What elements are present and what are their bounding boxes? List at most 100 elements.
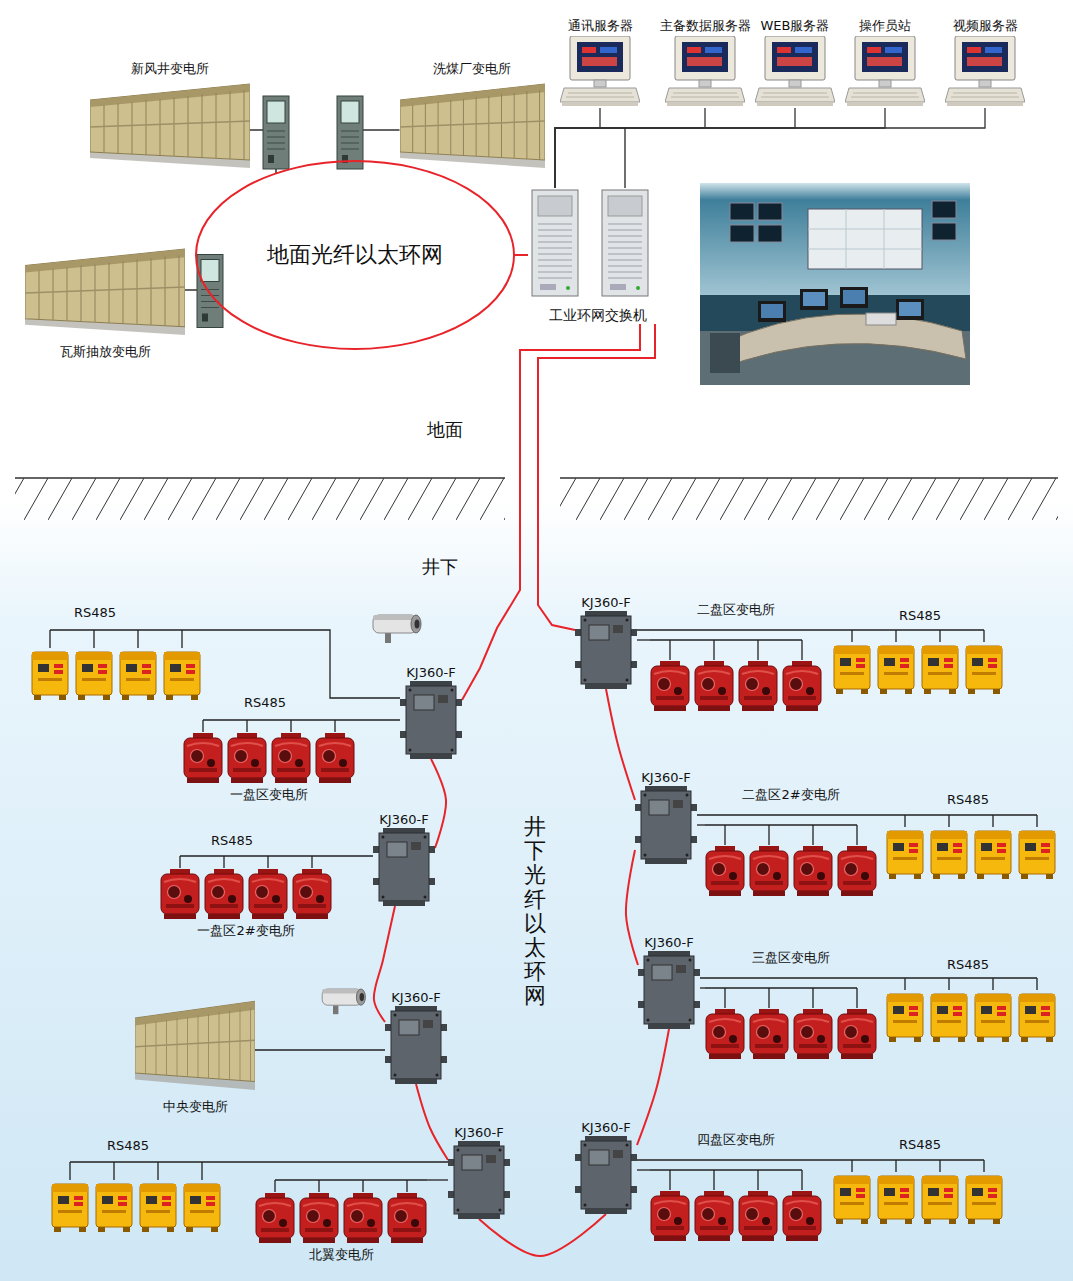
- red-switch: [838, 1009, 876, 1059]
- bus-wire: [223, 856, 224, 868]
- bus-label: RS485: [107, 1138, 149, 1153]
- kj360-box: [373, 828, 435, 906]
- kj360-station-picture: [373, 828, 435, 906]
- server-workstation-picture: [945, 36, 1025, 108]
- bus-wire: [757, 1170, 758, 1190]
- node-label: KJ360-F: [391, 990, 440, 1006]
- substation-switchgear-picture: [25, 245, 185, 335]
- node-label: 洗煤厂变电所: [433, 58, 511, 80]
- yellow-switch: [52, 1184, 88, 1232]
- yellow-switch: [1019, 831, 1055, 879]
- server-workstation-picture: [755, 36, 835, 108]
- kj360-station: KJ360-F: [638, 935, 700, 1029]
- server-workstation: 通讯服务器: [560, 16, 640, 108]
- control-room-photo: [700, 183, 970, 385]
- substation-switchgear-picture: [90, 80, 250, 168]
- substation-switchgear: 瓦斯抽放变电所: [25, 245, 185, 361]
- node-label: 通讯服务器: [568, 16, 633, 36]
- zone-label: 井下: [422, 555, 458, 579]
- yellow-switch: [975, 994, 1011, 1042]
- node-label: 操作员站: [859, 16, 911, 36]
- substation-group: 二盘区2#变电所: [705, 785, 877, 897]
- yellow-switch: [878, 646, 914, 694]
- red-switch: [739, 661, 777, 711]
- yellow-switch: [164, 652, 200, 700]
- rs485-link: [332, 855, 373, 856]
- bus-wire: [705, 824, 857, 825]
- red-switch: [783, 661, 821, 711]
- bus-wire: [724, 988, 725, 1008]
- server-bus-link: [555, 108, 705, 188]
- substation-switchgear: 中央变电所: [135, 997, 255, 1116]
- kj360-box: [638, 951, 700, 1029]
- yellow-switch: [32, 652, 68, 700]
- rs485-link: [700, 987, 705, 988]
- kj360-box: [575, 611, 637, 689]
- ground-surface: [15, 478, 1058, 520]
- red-switch: [838, 846, 876, 896]
- server-bus: [624, 128, 625, 188]
- computer-icon: [755, 36, 835, 106]
- bus-wire: [812, 825, 813, 845]
- bus-wire: [669, 1170, 670, 1190]
- kj360-station-picture: [400, 681, 462, 759]
- yellow-switch: [887, 831, 923, 879]
- node-label: WEB服务器: [761, 16, 830, 36]
- substation-group: 一盘区变电所: [183, 718, 355, 804]
- yellow-switch: [975, 831, 1011, 879]
- fiber-ring-link: [637, 1029, 669, 1145]
- server-bus-link: [555, 108, 985, 188]
- rs485-wire: [637, 1160, 984, 1172]
- yellow-switch: [922, 646, 958, 694]
- red-switch: [739, 1191, 777, 1241]
- bus-wire: [669, 640, 670, 660]
- yellow-switch: [184, 1184, 220, 1232]
- kj360-station: KJ360-F: [575, 595, 637, 689]
- rs485-wire: [637, 630, 984, 642]
- rs485-wire: [697, 815, 1037, 827]
- server-workstation: 操作员站: [845, 16, 925, 108]
- node-label: 北翼变电所: [309, 1246, 374, 1264]
- computer-icon: [845, 36, 925, 106]
- node-label: 地面光纤以太环网: [267, 241, 443, 269]
- red-switch: [695, 661, 733, 711]
- red-switch: [750, 1009, 788, 1059]
- bus-wire: [801, 640, 802, 660]
- bus-wire: [856, 988, 857, 1008]
- node-label: KJ360-F: [581, 595, 630, 611]
- red-switch: [272, 733, 310, 783]
- yellow-switch: [878, 1176, 914, 1224]
- kj360-box: [400, 681, 462, 759]
- red-switch: [783, 1191, 821, 1241]
- bus-label: RS485: [74, 605, 116, 620]
- red-switch: [388, 1193, 426, 1243]
- substation-switchgear: 新风井变电所: [90, 58, 250, 168]
- switch-cabinet: [602, 190, 648, 296]
- yellow-switch: [1019, 994, 1055, 1042]
- node-label: KJ360-F: [379, 812, 428, 828]
- bus-wire: [362, 1180, 363, 1192]
- rs485-wire: [70, 1162, 448, 1180]
- substation-switchgear: 洗煤厂变电所: [400, 58, 545, 168]
- node-label: 一盘区变电所: [230, 786, 308, 804]
- switchgear-row: [400, 84, 545, 168]
- fiber-ring-link: [479, 1214, 606, 1256]
- gateway-cabinet: [337, 96, 363, 169]
- server-workstation-picture: [560, 36, 640, 108]
- substation-group-picture: [183, 718, 355, 784]
- rs485-link: [697, 824, 705, 825]
- red-switch: [344, 1193, 382, 1243]
- bus-wire: [275, 1179, 427, 1180]
- substation-switchgear-picture: [135, 997, 255, 1090]
- red-switch: [205, 869, 243, 919]
- node-label: 瓦斯抽放变电所: [60, 343, 151, 361]
- kj360-station: KJ360-F: [575, 1120, 637, 1214]
- server-bus-link: [555, 108, 885, 188]
- node-label: 三盘区变电所: [752, 948, 830, 968]
- bus-wire: [768, 988, 769, 1008]
- substation-group: 三盘区变电所: [705, 948, 877, 1060]
- bus-wire: [267, 856, 268, 868]
- substation-group-picture: [160, 854, 332, 920]
- red-switch: [706, 846, 744, 896]
